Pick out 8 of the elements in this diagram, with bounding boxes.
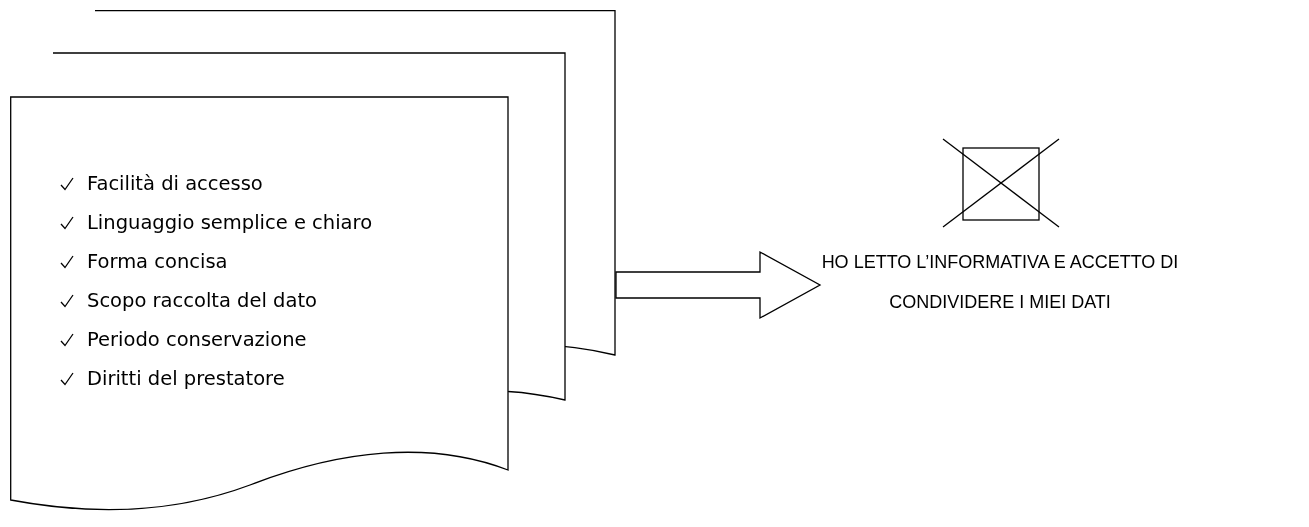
list-item: Periodo conservazione (87, 328, 307, 352)
consent-text: HO LETTO L’INFORMATIVA E ACCETTO DI CONDIVIDERE I MIEI DATI (820, 251, 1180, 314)
list-item: Facilità di accesso (87, 172, 263, 196)
block-arrow (615, 250, 822, 320)
list-item: Linguaggio semplice e chiaro (87, 211, 373, 235)
list-item: Forma concisa (87, 250, 228, 274)
list-item: Scopo raccolta del dato (87, 289, 317, 313)
list-item: Diritti del prestatore (87, 367, 285, 391)
